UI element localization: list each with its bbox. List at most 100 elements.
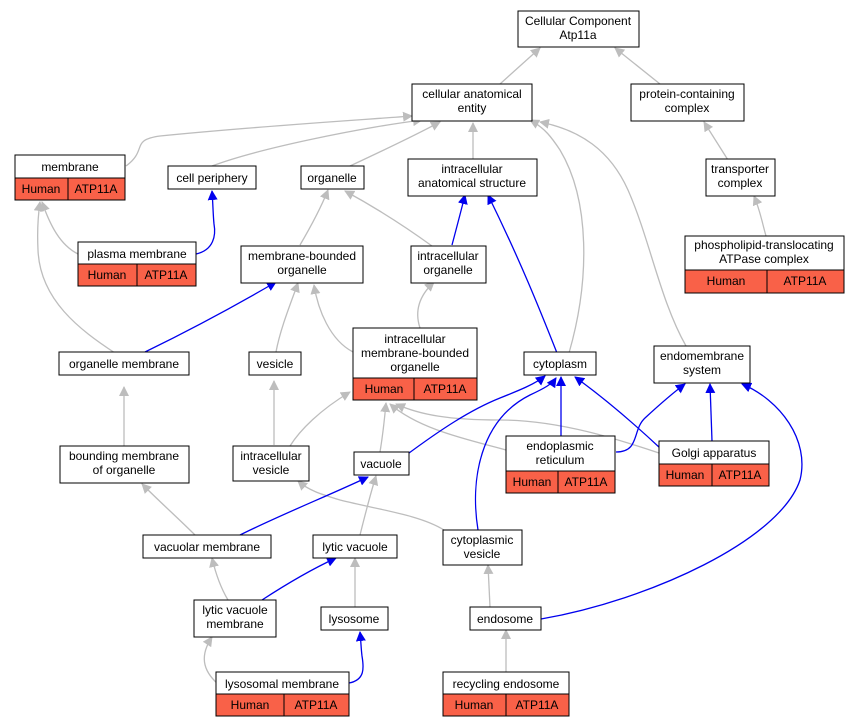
node-cell-periphery-line-1: cell periphery xyxy=(176,171,247,185)
edge-organelle_membrane-membrane xyxy=(33,201,116,354)
edge-organelle_membrane-membrane_bounded_organelle xyxy=(144,281,277,353)
node-intracellular-vesicle-line-2: vesicle xyxy=(253,463,290,477)
node-root[interactable]: Cellular Component Atp11a xyxy=(517,10,640,48)
edge-intracellular_membrane_bounded_organelle-intracellular_organelle xyxy=(417,281,435,329)
node-phospholipid-translocating-complex-line-1: phospholipid-translocating xyxy=(694,238,833,252)
node-phospholipid-translocating-complex-species: Human xyxy=(707,274,746,288)
node-membrane-gene: ATP11A xyxy=(75,182,118,196)
node-plasma-membrane[interactable]: plasma membrane Human ATP11A xyxy=(77,241,197,287)
node-cell-periphery[interactable]: cell periphery xyxy=(167,165,257,190)
node-membrane-bounded-organelle[interactable]: membrane-bounded organelle xyxy=(240,245,364,284)
node-vacuolar-membrane-line-1: vacuolar membrane xyxy=(154,540,260,554)
node-lytic-vacuole-membrane-line-2: membrane xyxy=(206,617,264,631)
node-cytoplasmic-vesicle-line-2: vesicle xyxy=(464,547,501,561)
node-cytoplasm[interactable]: cytoplasm xyxy=(523,351,597,376)
node-lysosomal-membrane[interactable]: lysosomal membrane Human ATP11A xyxy=(215,671,350,717)
node-lysosome[interactable]: lysosome xyxy=(320,606,389,631)
node-intracellular-anatomical-structure-line-2: anatomical structure xyxy=(418,176,526,190)
node-endomembrane-system[interactable]: endomembrane system xyxy=(653,345,751,384)
node-intracellular-organelle-line-1: intracellular xyxy=(417,249,478,263)
edge-cytoplasmic_vesicle-cytoplasm xyxy=(474,377,557,531)
node-phospholipid-translocating-complex-line-2: ATPase complex xyxy=(719,252,809,266)
edge-lysosomal_membrane-lytic_vacuole_membrane xyxy=(202,636,219,685)
node-cytoplasmic-vesicle-line-1: cytoplasmic xyxy=(451,533,514,547)
node-endosome-line-1: endosome xyxy=(477,612,533,626)
edge-lytic_vacuole-vacuole xyxy=(359,475,379,536)
node-lytic-vacuole-membrane[interactable]: lytic vacuole membrane xyxy=(193,599,277,638)
node-intracellular-membrane-bounded-organelle-species: Human xyxy=(365,382,404,396)
node-endoplasmic-reticulum-gene: ATP11A xyxy=(565,475,608,489)
node-intracellular-membrane-bounded-organelle-line-1: intracellular xyxy=(384,332,445,346)
edge-transporter_complex-protein_containing_complex xyxy=(703,121,729,161)
edge-membrane_bounded_organelle-organelle xyxy=(299,189,330,246)
node-recycling-endosome[interactable]: recycling endosome Human ATP11A xyxy=(442,671,570,717)
edge-vacuole-cytoplasm xyxy=(404,375,546,457)
node-phospholipid-translocating-complex[interactable]: phospholipid-translocating ATPase comple… xyxy=(684,235,845,294)
node-transporter-complex-line-2: complex xyxy=(718,176,763,190)
edge-intracellular_organelle-intracellular_anatomical_structure xyxy=(451,194,468,246)
node-intracellular-anatomical-structure[interactable]: intracellular anatomical structure xyxy=(407,158,538,197)
node-endomembrane-system-line-1: endomembrane xyxy=(660,349,744,363)
node-golgi-apparatus-species: Human xyxy=(666,468,705,482)
edge-protein_containing_complex-root xyxy=(614,47,661,85)
node-intracellular-membrane-bounded-organelle-line-2: membrane-bounded xyxy=(361,346,469,360)
edge-golgi_apparatus-intracellular_membrane_bounded_organelle xyxy=(395,403,660,454)
node-recycling-endosome-line-1: recycling endosome xyxy=(453,677,560,691)
edge-lytic_vacuole_membrane-lytic_vacuole xyxy=(261,557,337,601)
node-membrane[interactable]: membrane Human ATP11A xyxy=(14,154,126,201)
edge-cellular_anatomical_entity-root xyxy=(499,47,541,85)
node-intracellular-organelle[interactable]: intracellular organelle xyxy=(410,245,487,284)
node-golgi-apparatus-gene: ATP11A xyxy=(719,468,762,482)
node-organelle[interactable]: organelle xyxy=(300,165,365,190)
nodes-layer: Cellular Component Atp11a cellular anato… xyxy=(14,10,845,717)
node-vacuolar-membrane[interactable]: vacuolar membrane xyxy=(142,534,272,559)
node-plasma-membrane-gene: ATP11A xyxy=(145,268,188,282)
node-endoplasmic-reticulum[interactable]: endoplasmic reticulum Human ATP11A xyxy=(505,435,616,494)
node-transporter-complex[interactable]: transporter complex xyxy=(705,158,776,197)
edge-plasma_membrane-cell_periphery xyxy=(195,190,218,255)
node-root-line-2: Atp11a xyxy=(559,28,596,42)
edge-lysosomal_membrane-lysosome xyxy=(348,631,366,684)
node-membrane-line-1: membrane xyxy=(41,160,99,174)
node-vacuole-line-1: vacuole xyxy=(360,457,402,471)
edge-vesicle-membrane_bounded_organelle xyxy=(275,282,300,353)
edge-cytoplasm-intracellular_anatomical_structure xyxy=(487,194,558,354)
edge-vacuole-intracellular_membrane_bounded_organelle xyxy=(379,402,391,453)
node-cellular-anatomical-entity[interactable]: cellular anatomical entity xyxy=(411,83,533,122)
node-bounding-membrane-of-organelle[interactable]: bounding membrane of organelle xyxy=(59,445,190,484)
node-plasma-membrane-species: Human xyxy=(88,268,127,282)
edge-lytic_vacuole_membrane-vacuolar_membrane xyxy=(209,557,229,601)
node-bounding-membrane-of-organelle-line-2: of organelle xyxy=(93,463,156,477)
edges-layer xyxy=(33,47,803,685)
node-organelle-membrane-line-1: organelle membrane xyxy=(69,357,179,371)
node-endoplasmic-reticulum-species: Human xyxy=(513,475,552,489)
edge-cell_periphery-cellular_anatomical_entity xyxy=(211,116,423,167)
node-lysosomal-membrane-line-1: lysosomal membrane xyxy=(225,677,339,691)
node-lytic-vacuole-line-1: lytic vacuole xyxy=(322,540,388,554)
node-protein-containing-complex[interactable]: protein-containing complex xyxy=(630,83,745,122)
node-golgi-apparatus[interactable]: Golgi apparatus Human ATP11A xyxy=(658,440,770,487)
node-endosome[interactable]: endosome xyxy=(469,606,542,631)
node-lysosomal-membrane-species: Human xyxy=(231,698,270,712)
node-intracellular-membrane-bounded-organelle[interactable]: intracellular membrane-bounded organelle… xyxy=(352,327,478,401)
node-endomembrane-system-line-2: system xyxy=(683,363,721,377)
node-lytic-vacuole-membrane-line-1: lytic vacuole xyxy=(202,603,268,617)
node-cytoplasmic-vesicle[interactable]: cytoplasmic vesicle xyxy=(442,529,523,566)
edge-phospholipid_translocating_complex-transporter_complex xyxy=(752,195,767,237)
node-vacuole[interactable]: vacuole xyxy=(353,451,410,476)
edge-intracellular_vesicle-intracellular_membrane_bounded_organelle xyxy=(289,391,351,447)
node-golgi-apparatus-line-1: Golgi apparatus xyxy=(672,446,757,460)
node-membrane-bounded-organelle-line-2: organelle xyxy=(277,263,327,277)
node-root-line-1: Cellular Component xyxy=(525,14,632,28)
node-recycling-endosome-gene: ATP11A xyxy=(516,698,559,712)
node-lytic-vacuole[interactable]: lytic vacuole xyxy=(312,534,398,559)
edge-cytoplasm-cellular_anatomical_entity xyxy=(529,119,585,354)
edge-vacuolar_membrane-bounding_membrane_of_organelle xyxy=(141,483,197,537)
edge-endosome-endomembrane_system xyxy=(540,382,803,620)
node-vesicle[interactable]: vesicle xyxy=(248,351,302,376)
node-membrane-bounded-organelle-line-1: membrane-bounded xyxy=(248,249,356,263)
node-intracellular-vesicle[interactable]: intracellular vesicle xyxy=(232,445,310,482)
node-intracellular-anatomical-structure-line-1: intracellular xyxy=(441,162,502,176)
node-organelle-membrane[interactable]: organelle membrane xyxy=(58,351,190,376)
node-lysosome-line-1: lysosome xyxy=(329,612,380,626)
